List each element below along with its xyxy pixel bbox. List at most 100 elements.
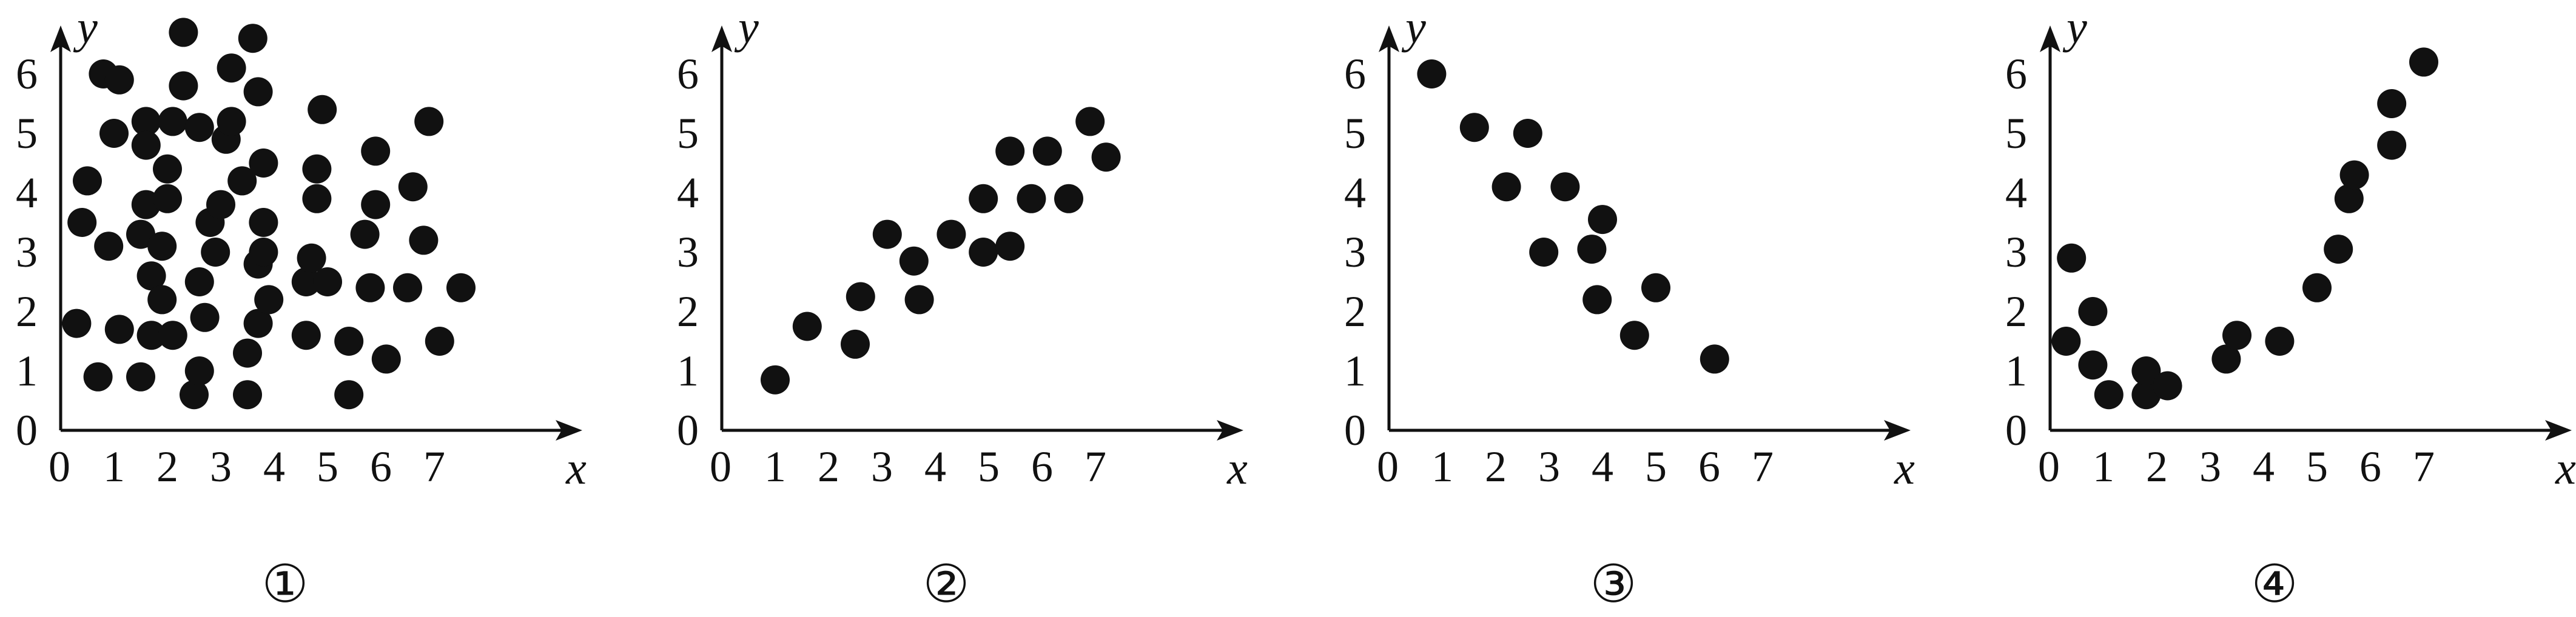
data-point bbox=[2377, 130, 2407, 160]
data-point bbox=[104, 315, 134, 344]
y-tick-label: 2 bbox=[16, 287, 38, 336]
data-point bbox=[153, 184, 182, 213]
data-point bbox=[1091, 142, 1121, 172]
data-point bbox=[393, 273, 422, 302]
y-tick-label: 6 bbox=[1344, 50, 1366, 98]
data-point bbox=[136, 261, 166, 291]
x-axis-label: x bbox=[1226, 443, 1248, 494]
y-tick-label: 5 bbox=[2005, 109, 2027, 158]
data-point bbox=[136, 321, 166, 350]
data-point bbox=[249, 208, 278, 237]
x-tick-label: 5 bbox=[317, 442, 338, 491]
x-tick-label: 7 bbox=[1752, 442, 1774, 491]
x-axis-label: x bbox=[2555, 443, 2576, 494]
data-point bbox=[94, 232, 124, 261]
y-tick-label: 1 bbox=[2005, 347, 2027, 395]
data-point bbox=[184, 356, 214, 385]
y-tick-label: 2 bbox=[2005, 287, 2027, 336]
x-tick-label: 4 bbox=[924, 442, 946, 491]
data-point bbox=[308, 95, 337, 124]
data-point bbox=[169, 71, 198, 101]
x-tick-label: 3 bbox=[1538, 442, 1560, 491]
data-point bbox=[291, 267, 321, 296]
data-point bbox=[334, 380, 364, 410]
y-axis-arrow bbox=[711, 25, 732, 52]
data-point bbox=[2409, 47, 2438, 77]
data-point bbox=[147, 285, 177, 315]
y-tick-label: 6 bbox=[16, 50, 38, 98]
data-point bbox=[217, 53, 246, 83]
data-point bbox=[1700, 344, 1729, 374]
panel-label: ③ bbox=[1590, 554, 1636, 615]
y-tick-label: 4 bbox=[2005, 168, 2027, 217]
y-tick-label: 5 bbox=[677, 109, 699, 158]
data-point bbox=[2222, 321, 2251, 350]
y-tick-label: 0 bbox=[677, 406, 699, 455]
x-tick-label: 2 bbox=[156, 442, 178, 491]
data-point bbox=[2153, 371, 2182, 401]
data-point bbox=[355, 273, 385, 302]
x-tick-label: 0 bbox=[2038, 442, 2060, 491]
data-point bbox=[2334, 184, 2364, 213]
data-point bbox=[243, 77, 273, 107]
x-axis-label: x bbox=[1894, 443, 1915, 494]
y-tick-label: 6 bbox=[677, 50, 699, 98]
data-point bbox=[297, 243, 326, 273]
x-tick-label: 6 bbox=[1031, 442, 1053, 491]
y-axis-arrow bbox=[1379, 25, 1399, 52]
y-axis-label: y bbox=[2062, 2, 2087, 53]
data-point bbox=[761, 365, 790, 395]
x-tick-label: 3 bbox=[210, 442, 232, 491]
data-point bbox=[1577, 235, 1607, 264]
x-tick-label: 4 bbox=[2253, 442, 2275, 491]
y-tick-label: 5 bbox=[16, 109, 38, 158]
data-point bbox=[446, 273, 476, 302]
data-point bbox=[131, 130, 161, 160]
data-point bbox=[233, 380, 262, 410]
data-point bbox=[1417, 59, 1447, 88]
y-tick-label: 0 bbox=[2005, 406, 2027, 455]
data-point bbox=[1017, 184, 1046, 213]
x-axis-arrow bbox=[1884, 420, 1911, 441]
x-tick-label: 1 bbox=[1431, 442, 1453, 491]
x-tick-label: 0 bbox=[1377, 442, 1399, 491]
data-point bbox=[846, 282, 875, 312]
data-point bbox=[350, 219, 380, 249]
y-tick-label: 3 bbox=[677, 228, 699, 276]
data-point bbox=[398, 172, 428, 202]
data-point bbox=[2078, 297, 2108, 326]
data-point bbox=[73, 166, 102, 196]
x-tick-label: 6 bbox=[1698, 442, 1720, 491]
data-point bbox=[995, 232, 1025, 261]
data-point bbox=[2131, 356, 2161, 385]
data-point bbox=[1641, 273, 1670, 302]
data-point bbox=[409, 225, 439, 255]
data-point bbox=[302, 184, 332, 213]
x-axis-arrow bbox=[1217, 420, 1243, 441]
data-point bbox=[158, 107, 187, 136]
x-axis-arrow bbox=[2545, 420, 2572, 441]
x-tick-label: 0 bbox=[49, 442, 70, 491]
x-tick-label: 2 bbox=[1485, 442, 1507, 491]
y-tick-label: 4 bbox=[677, 168, 699, 217]
y-axis-arrow bbox=[50, 25, 71, 52]
y-axis-label: y bbox=[734, 2, 759, 53]
data-point bbox=[2078, 350, 2108, 380]
data-point bbox=[2324, 235, 2353, 264]
data-point bbox=[2302, 273, 2332, 302]
y-tick-label: 3 bbox=[16, 228, 38, 276]
data-point bbox=[169, 18, 198, 47]
data-point bbox=[1550, 172, 1580, 202]
y-tick-label: 4 bbox=[16, 168, 38, 217]
x-tick-label: 3 bbox=[871, 442, 893, 491]
data-point bbox=[184, 113, 214, 142]
x-tick-label: 6 bbox=[2359, 442, 2381, 491]
data-point bbox=[904, 285, 934, 315]
data-point bbox=[313, 267, 342, 296]
data-point bbox=[190, 302, 220, 332]
y-tick-label: 3 bbox=[1344, 228, 1366, 276]
